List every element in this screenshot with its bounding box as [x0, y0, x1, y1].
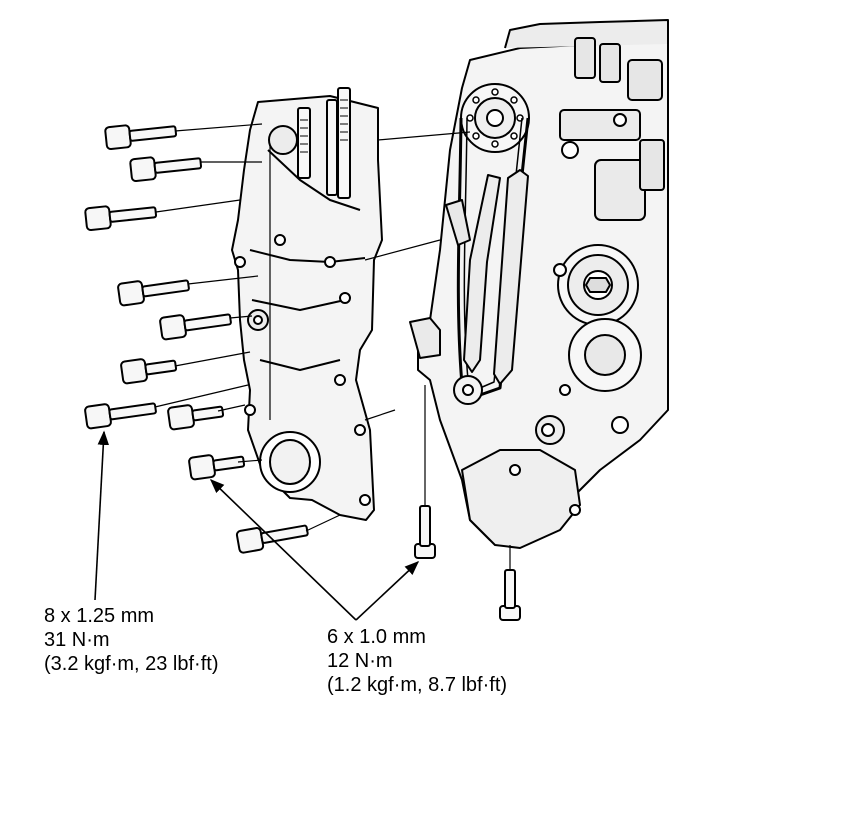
- flange-bolts: [84, 124, 521, 621]
- torque-alt-large: (3.2 kgf·m, 23 lbf·ft): [44, 653, 219, 675]
- torque-small: 12 N·m: [327, 650, 393, 672]
- leader-lines: [154, 123, 511, 570]
- timing-chain: [445, 83, 530, 405]
- engine-block: [409, 19, 669, 549]
- cover-studs: [297, 87, 351, 199]
- timing-chain-cover: [231, 95, 383, 521]
- bolt-spec-small: 6 x 1.0 mm 12 N·m (1.2 kgf·m, 8.7 lbf·ft…: [327, 625, 507, 697]
- bolt-size-small: 6 x 1.0 mm: [327, 626, 426, 648]
- bolt-spec-large: 8 x 1.25 mm 31 N·m (3.2 kgf·m, 23 lbf·ft…: [44, 604, 219, 676]
- torque-large: 31 N·m: [44, 629, 110, 651]
- torque-alt-small: (1.2 kgf·m, 8.7 lbf·ft): [327, 674, 508, 696]
- callout-arrows: [94, 430, 420, 621]
- bolt-size-large: 8 x 1.25 mm: [44, 605, 155, 627]
